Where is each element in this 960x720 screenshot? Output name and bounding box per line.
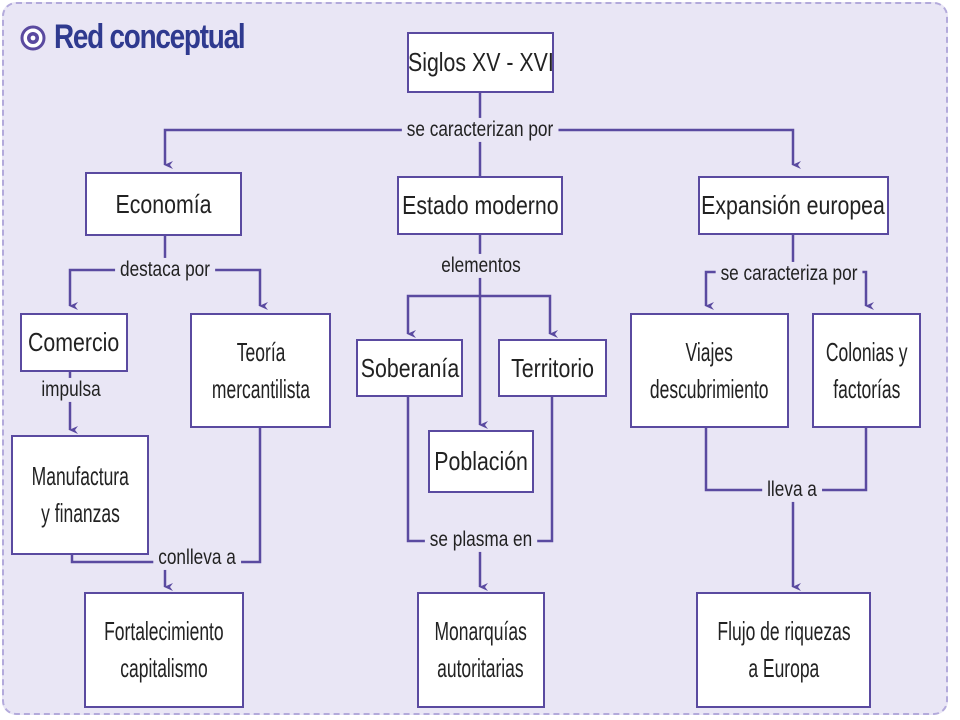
label-impulsa: impulsa — [36, 377, 106, 403]
label-conlleva-a: conlleva a — [153, 545, 241, 571]
label-se-caracterizan-por: se caracterizan por — [401, 117, 559, 143]
label-se-caracteriza-por: se caracteriza por — [715, 261, 863, 287]
link-caracterizan-left — [163, 128, 480, 169]
label-elementos: elementos — [436, 253, 526, 279]
node-comercio: Comercio — [20, 313, 128, 372]
diagram-header: Red conceptual — [20, 18, 286, 57]
node-territorio: Territorio — [498, 339, 607, 397]
node-estado-moderno: Estado moderno — [397, 176, 563, 235]
node-soberania: Soberanía — [356, 339, 463, 397]
label-destaca-por: destaca por — [115, 257, 215, 283]
link-caracterizan-right — [480, 128, 801, 169]
diagram-title: Red conceptual — [54, 18, 246, 56]
link-elementos-right — [480, 294, 558, 338]
node-siglos: Siglos XV - XVI — [407, 32, 554, 93]
target-icon — [20, 25, 46, 50]
link-elementos-left — [406, 294, 480, 338]
label-se-plasma-en: se plasma en — [424, 527, 538, 553]
label-lleva-a: lleva a — [762, 477, 822, 503]
node-poblacion: Población — [428, 430, 534, 493]
node-expansion-europea: Expansión europea — [698, 176, 889, 235]
node-economia: Economía — [85, 172, 242, 236]
